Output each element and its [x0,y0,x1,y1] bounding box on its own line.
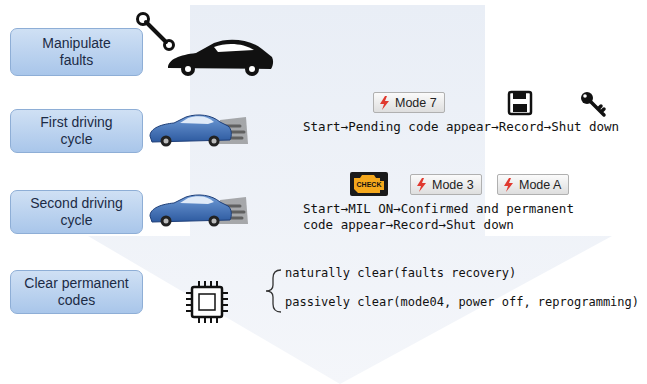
step-label: Manipulate faults [24,35,129,69]
text-wrap: First driving cycle [24,114,129,148]
step-box: Second driving cycle [10,190,143,234]
text-wrap: Mode 3 [432,178,474,192]
step-box: First driving cycle [10,109,143,153]
text-wrap: Second driving cycle [24,195,129,229]
text-wrap: Clear permanent codes [24,275,129,309]
process-text: Start→Pending code appear→Record→Shut do… [303,119,619,135]
text-wrap: Mode 7 [395,96,437,110]
lightning-icon [379,96,390,110]
mode-badge: Mode 7 [373,92,445,113]
text-wrap: Mode A [519,178,561,192]
mode-badge: Mode A [497,174,569,195]
step-label: Clear permanent codes [24,275,129,309]
mode-label: Mode 7 [395,96,437,110]
lightning-icon [503,178,514,192]
mode-badge: Mode 3 [410,174,482,195]
step-box: Clear permanent codes [10,270,143,314]
clear-text: naturally clear(faults recovery) [285,265,516,281]
mode-label: Mode 3 [432,178,474,192]
text-wrap: Manipulate faults [24,35,129,69]
clear-text: passively clear(mode04, power off, repro… [285,294,639,310]
step-label: Second driving cycle [24,195,129,229]
mode-label: Mode A [519,178,561,192]
lightning-icon [416,178,427,192]
step-box: Manipulate faults [10,28,143,76]
check-engine-text: CHECK [351,180,387,189]
process-text: Start→MIL ON→Confirmed and permanent cod… [303,201,588,233]
step-label: First driving cycle [24,114,129,148]
